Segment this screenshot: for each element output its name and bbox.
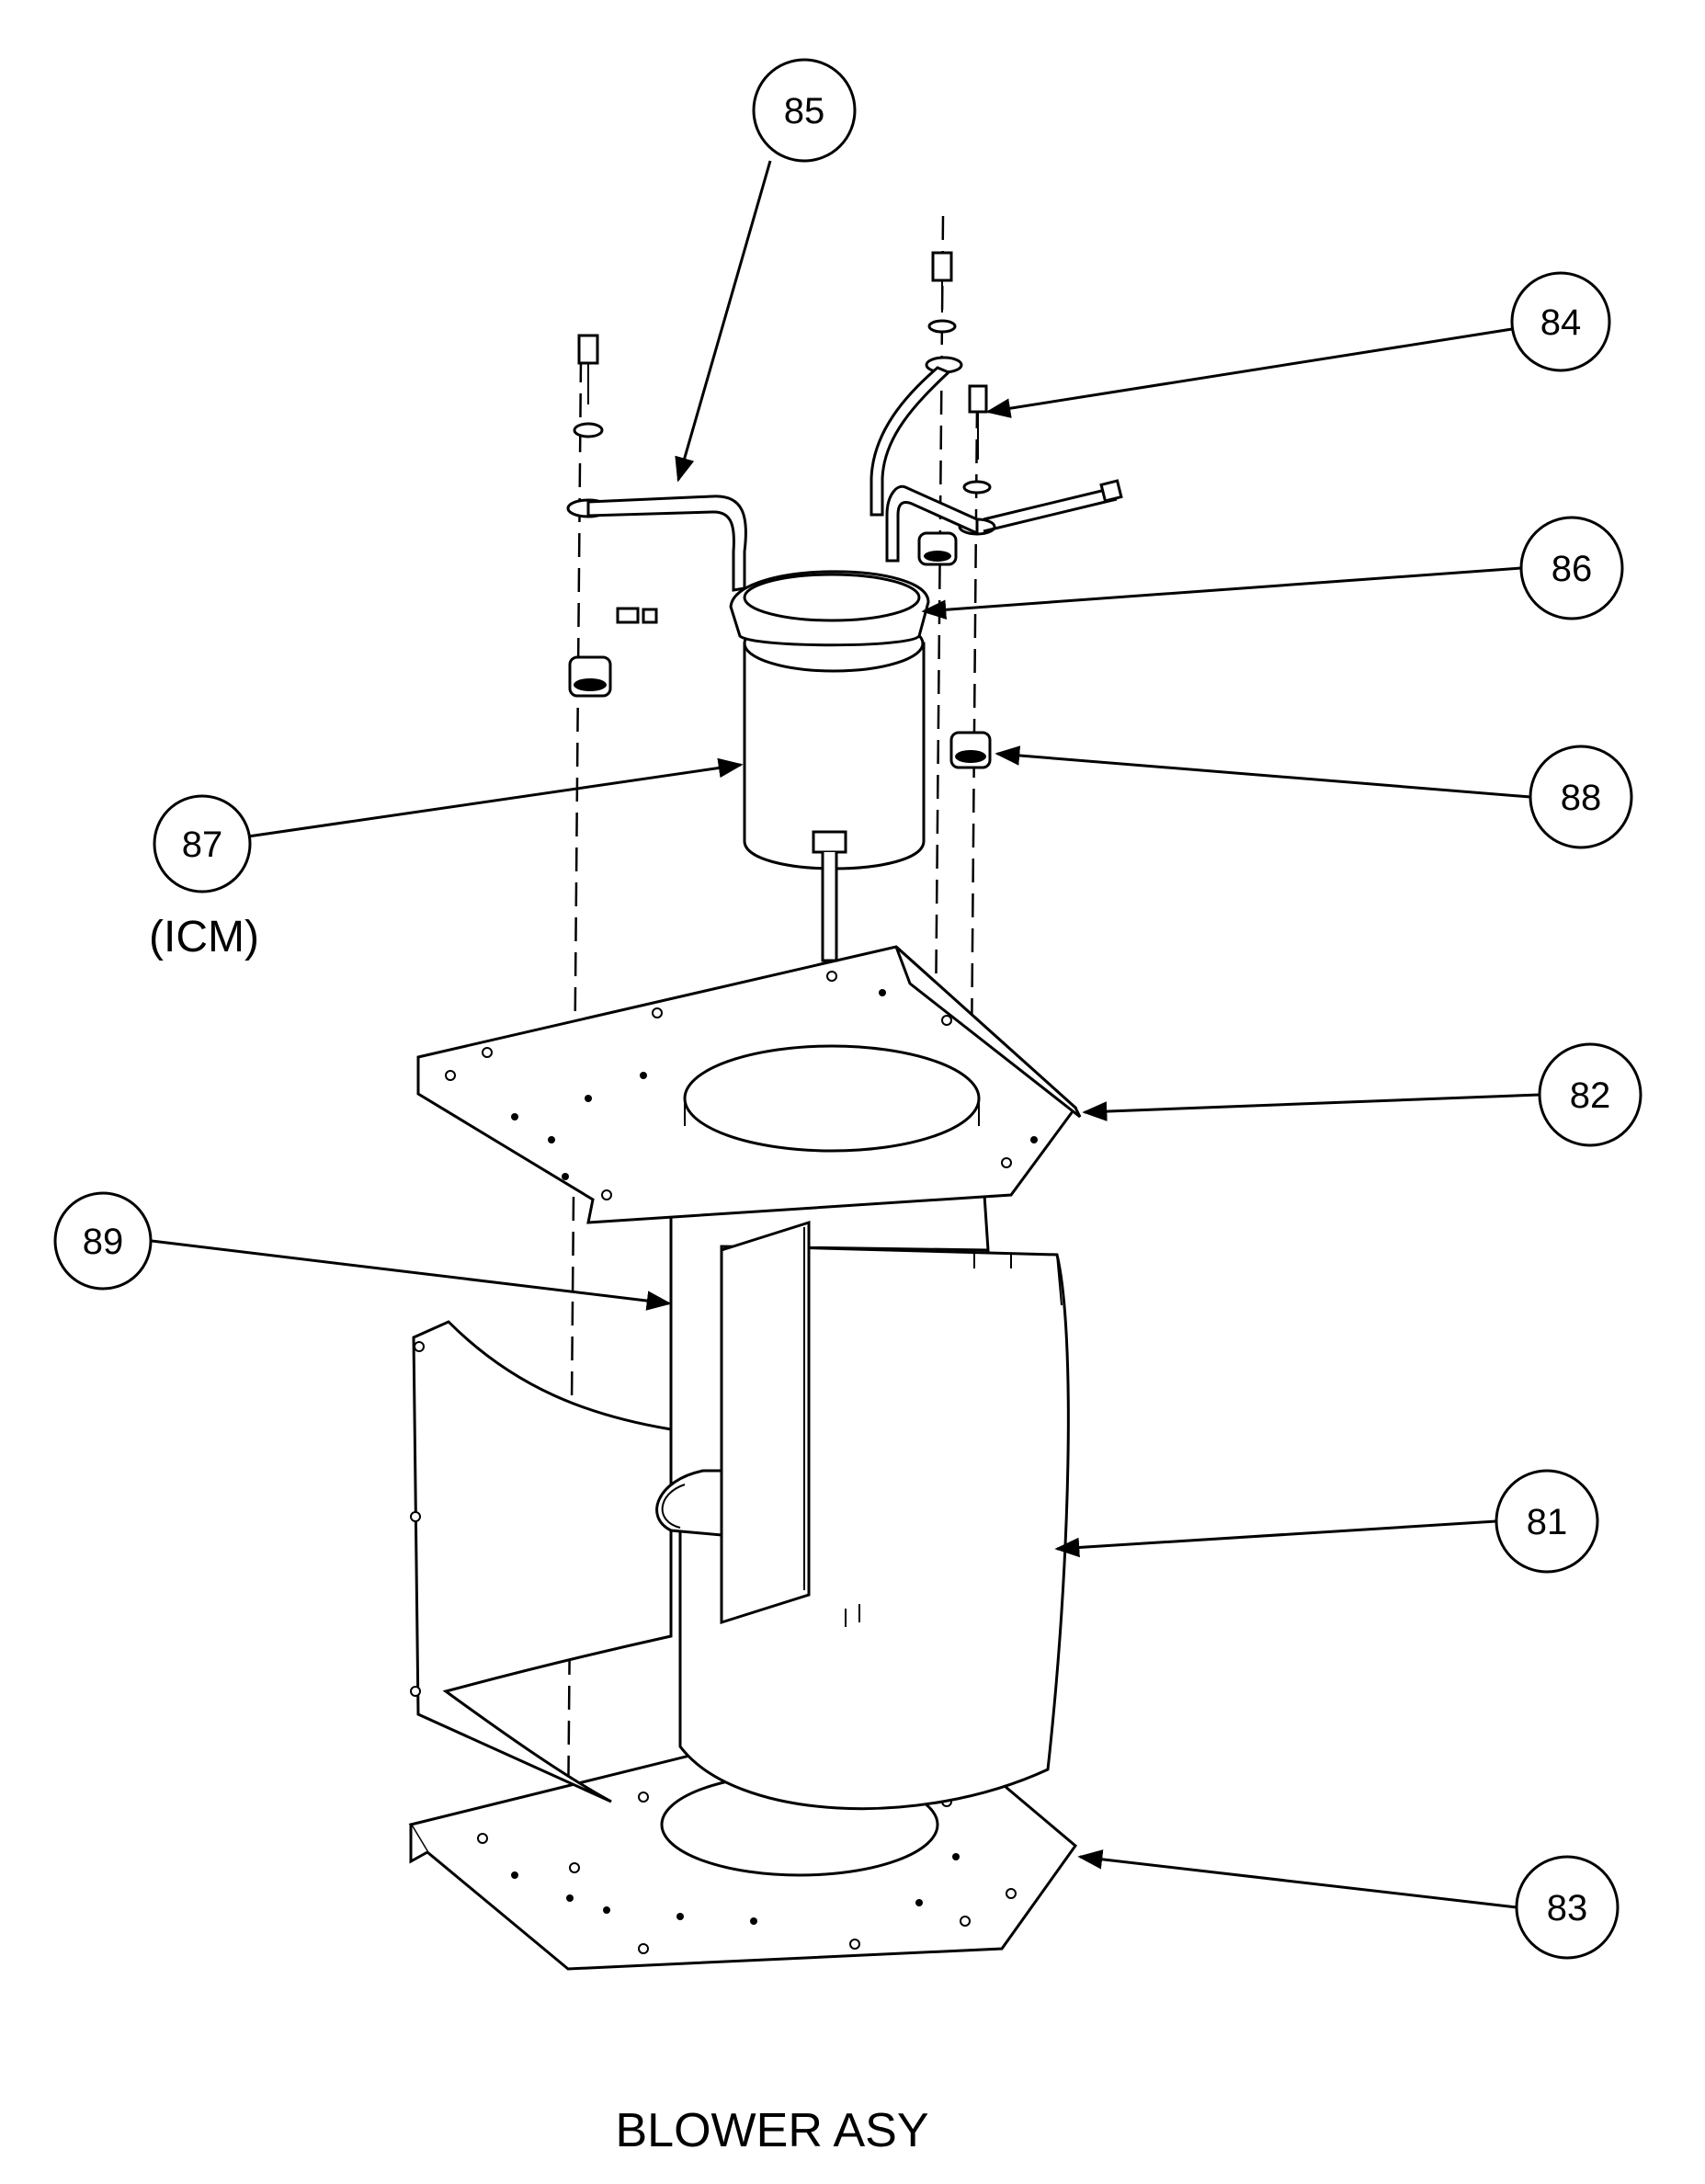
- callout-87-label: 87: [182, 825, 223, 865]
- mounting-arm-part-85: [566, 495, 747, 592]
- grommets-part-88: [568, 531, 992, 769]
- leader-lines: [151, 160, 1540, 1909]
- side-panel: [410, 1320, 673, 1803]
- top-plate-part-82: [416, 945, 1082, 1224]
- callout-86-label: 86: [1552, 549, 1593, 589]
- callout-84-label: 84: [1540, 302, 1582, 343]
- callout-88-label: 88: [1561, 778, 1602, 818]
- mounting-arm-part-84: [870, 356, 1123, 563]
- fasteners: [573, 251, 992, 624]
- callout-82: 82: [1538, 1042, 1642, 1147]
- callout-89-label: 89: [83, 1222, 124, 1262]
- callout-81-label: 81: [1527, 1502, 1568, 1542]
- callout-88: 88: [1529, 745, 1633, 849]
- motor-band-part-86: [729, 570, 930, 647]
- callout-87-note: (ICM): [149, 913, 259, 961]
- callout-85: 85: [752, 58, 857, 163]
- callout-81: 81: [1495, 1469, 1599, 1574]
- callout-87: 87 (ICM): [149, 794, 259, 961]
- motor-part-87: [743, 614, 926, 962]
- callout-85-label: 85: [784, 91, 825, 131]
- callout-84: 84: [1510, 271, 1611, 372]
- callout-89: 89: [53, 1191, 153, 1291]
- callout-83: 83: [1515, 1855, 1620, 1960]
- callout-86: 86: [1519, 516, 1624, 620]
- diagram-title: BLOWER ASY: [616, 2104, 929, 2157]
- callout-82-label: 82: [1570, 1075, 1611, 1116]
- callout-83-label: 83: [1547, 1888, 1588, 1928]
